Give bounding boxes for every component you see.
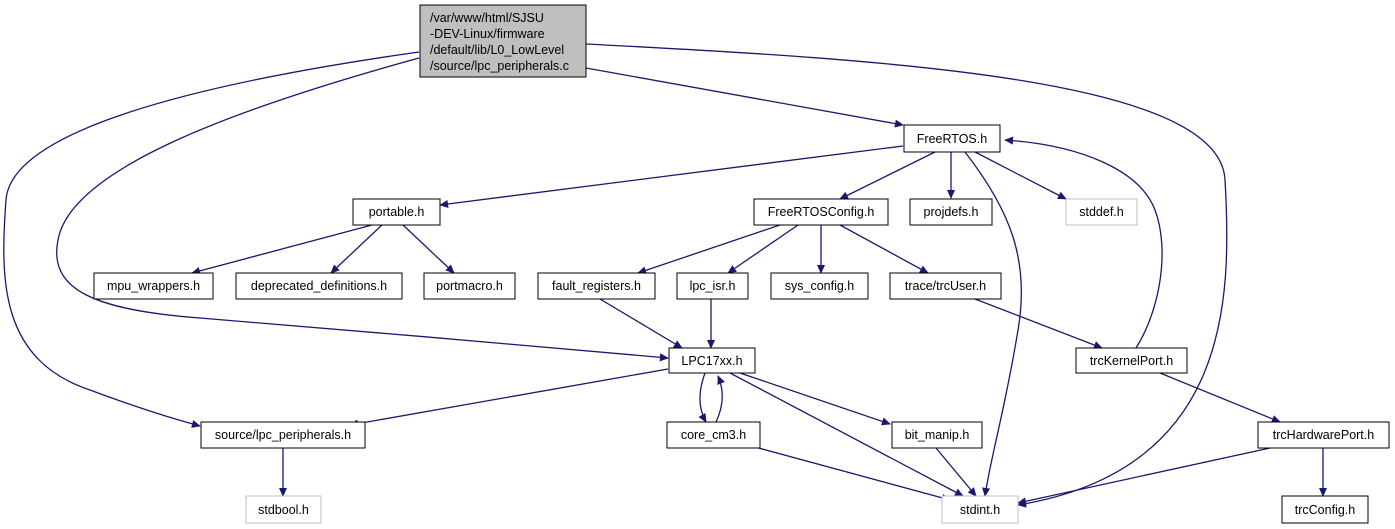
node-label: stddef.h	[1079, 205, 1124, 219]
edge-lpc17xx-to-core-cm3	[698, 372, 707, 423]
node-lpc-isr[interactable]: lpc_isr.h	[676, 272, 749, 300]
node-sys-config[interactable]: sys_config.h	[770, 272, 869, 300]
node-freertosconfig[interactable]: FreeRTOSConfig.h	[753, 198, 889, 226]
node-label: trcHardwarePort.h	[1273, 428, 1374, 442]
node-label: fault_registers.h	[552, 279, 641, 293]
node-label: FreeRTOS.h	[917, 132, 987, 146]
edge-portable-to-deprecated	[330, 224, 383, 274]
node-label: portmacro.h	[436, 279, 503, 293]
node-label: stdint.h	[960, 503, 1000, 517]
node-mpu-wrappers[interactable]: mpu_wrappers.h	[93, 272, 214, 300]
edge-trckernelport-to-trchardwareport	[1159, 372, 1281, 423]
node-label: mpu_wrappers.h	[107, 279, 200, 293]
edge-freertos-to-stdint	[964, 151, 1023, 497]
node-freertos[interactable]: FreeRTOS.h	[903, 124, 1001, 153]
edge-core-cm3-to-lpc17xx	[715, 375, 725, 423]
node-fault-registers[interactable]: fault_registers.h	[537, 272, 656, 300]
node-label: portable.h	[369, 205, 425, 219]
edge-lpc17xx-to-lpc-peripherals-h	[349, 368, 669, 428]
edge-root-to-stdint	[585, 43, 1228, 508]
node-deprecated-definitions[interactable]: deprecated_definitions.h	[235, 272, 403, 300]
root-line-3: /default/lib/L0_LowLevel	[430, 43, 564, 57]
edge-core-cm3-to-stdint	[754, 446, 951, 502]
edge-freertosconfig-to-fault-registers	[637, 224, 781, 275]
edge-bit-manip-to-stdint	[935, 447, 977, 497]
node-label: bit_manip.h	[905, 428, 970, 442]
node-core-cm3[interactable]: core_cm3.h	[666, 421, 761, 449]
node-label: lpc_isr.h	[690, 279, 736, 293]
edge-freertos-to-portable	[439, 145, 904, 208]
node-portable[interactable]: portable.h	[352, 198, 441, 226]
node-stdbool[interactable]: stdbool.h	[245, 495, 322, 524]
edge-root-to-lpc-peripherals-h	[3, 51, 420, 428]
root-line-2: -DEV-Linux/firmware	[430, 27, 545, 41]
node-projdefs[interactable]: projdefs.h	[909, 198, 993, 226]
node-label: trcConfig.h	[1295, 503, 1355, 517]
edge-freertosconfig-to-trcuser	[839, 224, 929, 274]
node-label: stdbool.h	[258, 503, 309, 517]
edge-portable-to-mpu-wrappers	[191, 224, 373, 275]
root-line-1: /var/www/html/SJSU	[430, 11, 544, 25]
node-trckernelport[interactable]: trcKernelPort.h	[1075, 347, 1188, 374]
node-lpc17xx[interactable]: LPC17xx.h	[668, 347, 756, 374]
node-trchardwareport[interactable]: trcHardwarePort.h	[1257, 421, 1390, 449]
node-label: projdefs.h	[924, 205, 979, 219]
node-stdint[interactable]: stdint.h	[941, 495, 1019, 524]
edge-lpc17xx-to-stdint	[729, 372, 964, 497]
node-trcuser[interactable]: trace/trcUser.h	[889, 272, 1002, 300]
edge-freertosconfig-to-lpc-isr	[727, 224, 799, 274]
node-label: source/lpc_peripherals.h	[215, 428, 351, 442]
node-label: FreeRTOSConfig.h	[768, 205, 875, 219]
edge-freertos-to-freertosconfig	[839, 151, 936, 200]
node-portmacro[interactable]: portmacro.h	[423, 272, 516, 300]
root-line-4: /source/lpc_peripherals.c	[430, 59, 569, 73]
node-lpc-peripherals-h[interactable]: source/lpc_peripherals.h	[200, 421, 366, 449]
edge-portable-to-portmacro	[402, 224, 455, 274]
node-label: core_cm3.h	[681, 428, 746, 442]
edge-root-to-lpc17xx	[56, 57, 669, 362]
edge-freertos-to-stddef	[974, 151, 1067, 200]
root-file-node[interactable]: /var/www/html/SJSU -DEV-Linux/firmware /…	[419, 4, 587, 78]
edge-trckernelport-to-freertos	[1004, 136, 1163, 349]
node-label: sys_config.h	[785, 279, 855, 293]
node-stddef[interactable]: stddef.h	[1065, 198, 1138, 226]
edge-lpc17xx-to-bit-manip	[739, 372, 891, 426]
edge-root-to-freertos	[585, 67, 904, 128]
edge-fault-registers-to-lpc17xx	[599, 298, 683, 349]
node-trcconfig[interactable]: trcConfig.h	[1281, 495, 1369, 524]
edge-trcuser-to-trckernelport	[974, 298, 1103, 349]
node-label: trace/trcUser.h	[905, 279, 986, 293]
node-label: LPC17xx.h	[681, 354, 742, 368]
edge-trchardwareport-to-stdint	[1017, 447, 1271, 506]
node-label: trcKernelPort.h	[1090, 354, 1173, 368]
node-bit-manip[interactable]: bit_manip.h	[891, 421, 983, 449]
node-label: deprecated_definitions.h	[251, 279, 387, 293]
